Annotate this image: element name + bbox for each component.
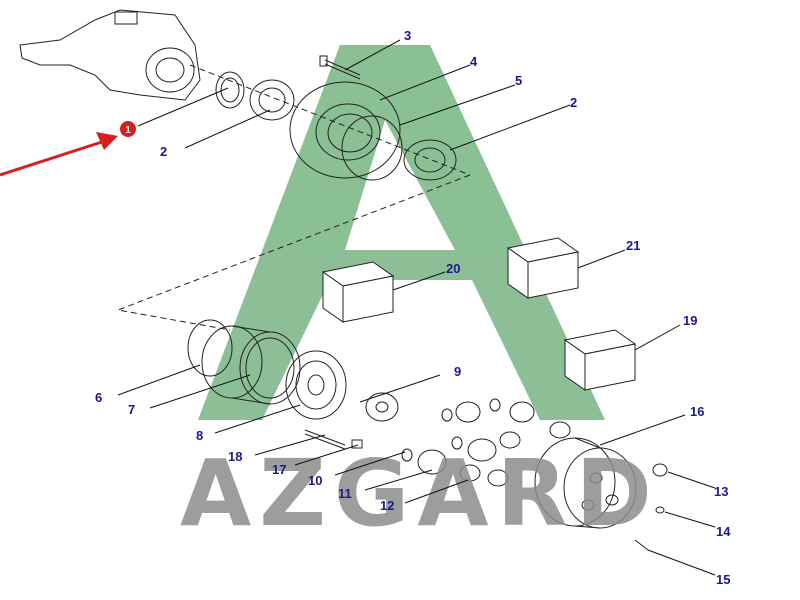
marker-badge: 1 [120,121,136,137]
oring-small [655,506,665,514]
callout-17: 17 [272,462,286,477]
leader-lines [117,39,716,576]
callout-6: 6 [95,390,102,405]
seal-ring [215,71,245,109]
watermark-letter-a [198,45,605,420]
thrust-washer [365,392,399,422]
planet-gears [417,401,571,487]
callout-16: 16 [690,404,704,419]
screw [351,439,363,449]
callout-18: 18 [228,449,242,464]
bearing-cup [403,139,457,181]
callout-3: 3 [404,28,411,43]
callout-4: 4 [470,54,478,69]
wheel-hub [289,81,401,179]
callout-20: 20 [446,261,460,276]
callout-10: 10 [308,473,322,488]
callout-14: 14 [716,524,731,539]
kit-box-20 [321,261,395,323]
kit-box-21 [506,237,580,299]
callout-9: 9 [454,364,461,379]
ring-gear [201,325,301,405]
callout-21: 21 [626,238,640,253]
callout-5: 5 [515,73,522,88]
callout-15: 15 [716,572,730,587]
callout-2-left: 2 [160,144,167,159]
callout-2-right: 2 [570,95,577,110]
assembly-dashed-lines [116,64,471,331]
pointer-arrow [0,132,118,177]
callout-19: 19 [683,313,697,328]
kit-box-19 [563,329,637,391]
callout-8: 8 [196,428,203,443]
callout-11: 11 [338,486,352,501]
stud-bolt [319,55,361,80]
snap-ring [187,319,233,377]
plug [652,463,668,477]
bolt-15 [634,539,649,551]
callout-7: 7 [128,402,135,417]
marker-label: 1 [125,125,131,136]
bearing-cone [249,79,295,121]
callout-13: 13 [714,484,728,499]
o-ring [341,115,403,181]
planet-carrier [534,437,637,529]
callout-labels: 2 3 4 5 2 20 21 19 6 7 8 9 16 18 17 10 1… [95,28,731,587]
steering-knuckle [19,9,201,101]
ring-gear-hub [285,350,347,420]
watermark-text: AZGARD [180,440,660,547]
retaining-clips [401,398,501,462]
callout-12: 12 [380,498,394,513]
pin [304,429,346,450]
